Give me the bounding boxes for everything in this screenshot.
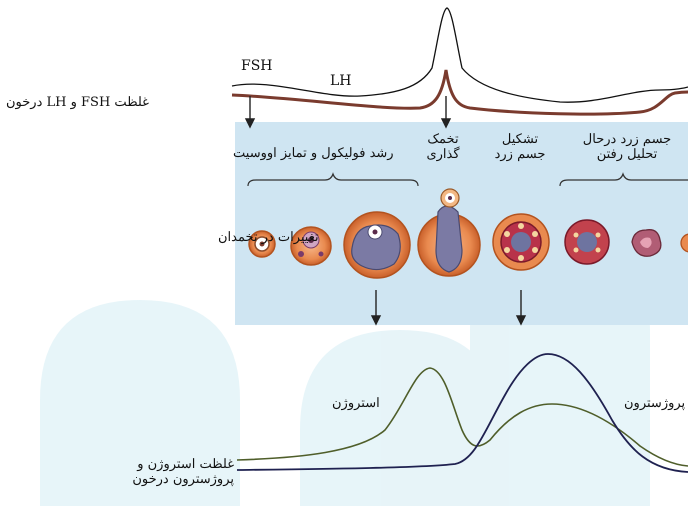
steroid-row-label-line1: غلظت استروژن و <box>137 457 234 472</box>
ovulating-follicle <box>417 188 481 277</box>
fsh-label: FSH <box>241 58 273 74</box>
phase-follicular-label: رشد فولیکول و تمایز اووسیت <box>233 146 394 161</box>
ovary-row-label: تغییرات در تخمدان <box>218 230 319 245</box>
phase-regress-line1: جسم زرد درحال <box>582 132 672 147</box>
phase-ovulation-line1: تخمک <box>427 132 459 147</box>
corpus-luteum <box>492 213 550 271</box>
follicle-tertiary <box>343 211 411 279</box>
hormone-row-label: غلظت FSH و LH درخون <box>6 95 149 110</box>
phase-ovulation-line2: گذاری <box>426 147 460 162</box>
lh-label: LH <box>330 73 352 89</box>
regressing-corpus-luteum-1 <box>564 219 610 265</box>
brace-follicular <box>247 172 419 187</box>
regressing-corpus-luteum-2 <box>631 229 662 257</box>
phase-ovulation-label: تخمک گذاری <box>416 132 470 162</box>
progesterone-label: پروژسترون <box>624 396 686 411</box>
phase-corpus-line2: جسم زرد <box>494 147 546 162</box>
phase-regress-label: جسم زرد درحال تحلیل رفتن <box>568 132 686 162</box>
arrow-to-progesterone <box>515 290 527 326</box>
regressing-corpus-luteum-3 <box>680 233 688 253</box>
brace-regress <box>559 172 688 187</box>
phase-corpus-label: تشکیل جسم زرد <box>482 132 558 162</box>
phase-corpus-line1: تشکیل <box>501 132 539 147</box>
estrogen-label: استروژن <box>332 396 380 411</box>
fsh-curve <box>231 7 688 103</box>
steroid-row-label-line2: پروژسترون درخون <box>132 472 234 487</box>
lh-curve <box>231 69 688 116</box>
phase-regress-line2: تحلیل رفتن <box>596 147 658 162</box>
progesterone-curve <box>236 353 688 473</box>
arrow-fsh <box>244 96 256 129</box>
follicle-primary <box>248 230 276 258</box>
steroid-row-label: غلظت استروژن و پروژسترون درخون <box>132 457 234 487</box>
arrow-to-estrogen <box>370 290 382 326</box>
follicle-secondary <box>290 226 332 266</box>
arrow-lh <box>440 96 452 129</box>
